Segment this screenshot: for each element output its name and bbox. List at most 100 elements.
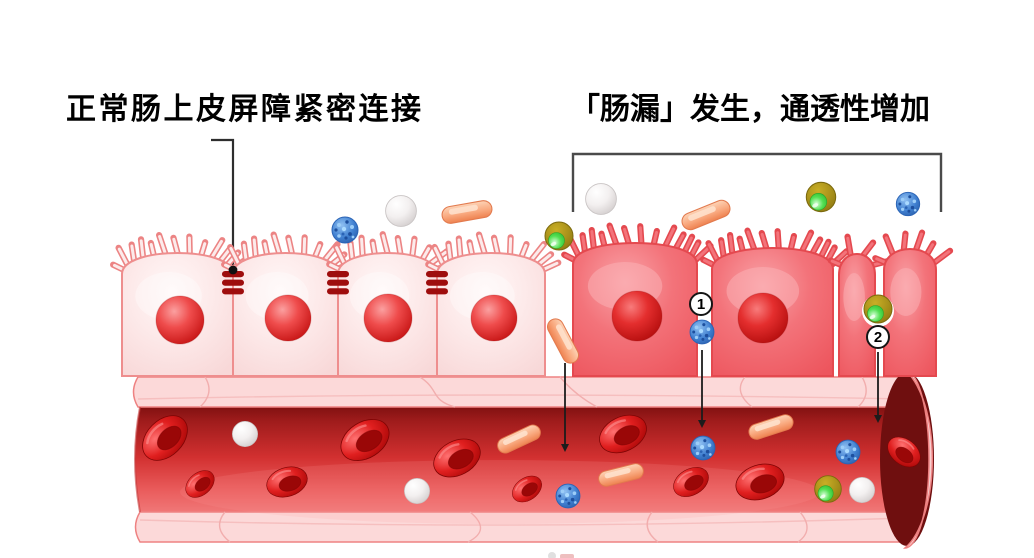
microvillus-fill [428, 263, 439, 271]
epithelial-cell-damaged [872, 229, 954, 377]
pointer-line [211, 138, 235, 265]
bacterium-particle [440, 198, 494, 226]
label-normal-barrier: 正常肠上皮屏障紧密连接 [66, 92, 424, 126]
microvillus-fill [314, 244, 322, 257]
epithelium [110, 222, 954, 377]
microvillus-fill [411, 238, 416, 256]
annotations: 正常肠上皮屏障紧密连接 「肠漏」发生，通透性增加 [66, 92, 943, 265]
microvillus-fill [242, 243, 248, 260]
microvillus-fill [590, 230, 596, 248]
microvillus-fill [875, 257, 886, 264]
microvillus-fill [396, 238, 402, 254]
microvillus-fill [884, 236, 894, 254]
lumen-highlight [180, 460, 820, 524]
microvillus-fill [664, 227, 676, 246]
virus-particle [835, 439, 861, 465]
microvillus-fill [623, 227, 630, 244]
microvillus-fill [492, 237, 499, 254]
microvillus-fill [915, 232, 924, 250]
epithelial-cell-damaged [827, 233, 894, 377]
vessel-lumen [135, 407, 905, 512]
microvillus-fill [776, 231, 781, 249]
microvillus-fill [684, 236, 693, 252]
virus-particle [690, 435, 716, 461]
microvillus-fill [789, 236, 796, 249]
microvillus-fill [139, 239, 145, 258]
microvillus-fill [652, 231, 659, 244]
cell-nucleus [363, 293, 413, 343]
microvillus-fill [846, 236, 852, 256]
microvillus-fill [287, 237, 293, 254]
microvillus-fill [211, 239, 223, 258]
microvillus-fill [520, 243, 528, 257]
numbered-marker: 1 [689, 292, 713, 316]
microvillus-fill [811, 239, 821, 254]
epithelial-cell-normal [425, 231, 562, 377]
microvillus-fill [543, 261, 559, 271]
microvillus-fill [691, 242, 700, 256]
microvillus-fill [371, 241, 376, 254]
microvillus-fill [703, 258, 714, 266]
microvillus-fill [801, 232, 812, 251]
microvillus-fill [349, 242, 354, 259]
vessel-wall-veins [137, 376, 906, 543]
toxin-particle [814, 475, 842, 503]
microvillus-fill [531, 243, 545, 260]
cell-highlight [843, 273, 865, 321]
microvillus-fill [149, 242, 155, 255]
watermark-remnant [548, 552, 574, 558]
microvillus-fill [581, 235, 587, 252]
leak-arrow [698, 350, 706, 428]
microvillus-fill [820, 241, 830, 257]
microvillus-fill [728, 235, 734, 253]
microvillus-fill [457, 238, 462, 257]
microvillus-fill [117, 247, 129, 265]
microvillus-fill [252, 238, 258, 257]
microvillus-fill [608, 225, 618, 244]
molecule-particle [232, 421, 258, 447]
molecule-particle [404, 478, 430, 504]
cell-nucleus [155, 295, 205, 345]
toxin-particle [863, 294, 893, 324]
microvillus-fill [447, 243, 452, 260]
microvillus-fill [172, 237, 179, 254]
microvillus-fill [902, 233, 907, 250]
microvillus-fill [381, 234, 389, 254]
cell-nucleus [611, 290, 663, 342]
microvillus-fill [538, 253, 552, 265]
microvillus-fill [934, 250, 951, 264]
toxin-particle [544, 221, 574, 251]
virus-particle [895, 191, 921, 217]
tight-junction [222, 271, 244, 295]
microvillus-fill [200, 242, 207, 255]
bacterium-particle [678, 197, 734, 233]
vessel-opening-rim [902, 369, 934, 549]
microvillus-fill [830, 259, 842, 266]
microvillus-fill [335, 246, 345, 264]
microvillus-fill [746, 230, 756, 249]
microvillus-fill [695, 245, 711, 261]
microvillus-fill [564, 253, 575, 261]
leak-arrow [874, 352, 882, 423]
microvillus-fill [738, 238, 744, 251]
cell-nucleus [470, 294, 518, 342]
marker-number: 1 [697, 296, 705, 313]
cell-nucleus [737, 292, 789, 344]
microvillus-fill [719, 240, 725, 257]
epithelial-cell-normal [110, 231, 247, 377]
tight-junction [426, 271, 448, 295]
pointer-dot [228, 265, 238, 275]
microvillus-fill [130, 244, 136, 261]
microvillus-fill [707, 243, 718, 261]
microvillus-fill [926, 243, 935, 255]
microvillus-fill [158, 235, 167, 254]
microvillus-fill [760, 232, 768, 249]
microvillus-fill [302, 237, 307, 255]
toxin-particle [805, 181, 837, 213]
virus-particle [331, 216, 359, 244]
microvillus-fill [433, 246, 444, 265]
microvillus-fill [468, 242, 474, 255]
microvillus-fill [263, 242, 269, 255]
